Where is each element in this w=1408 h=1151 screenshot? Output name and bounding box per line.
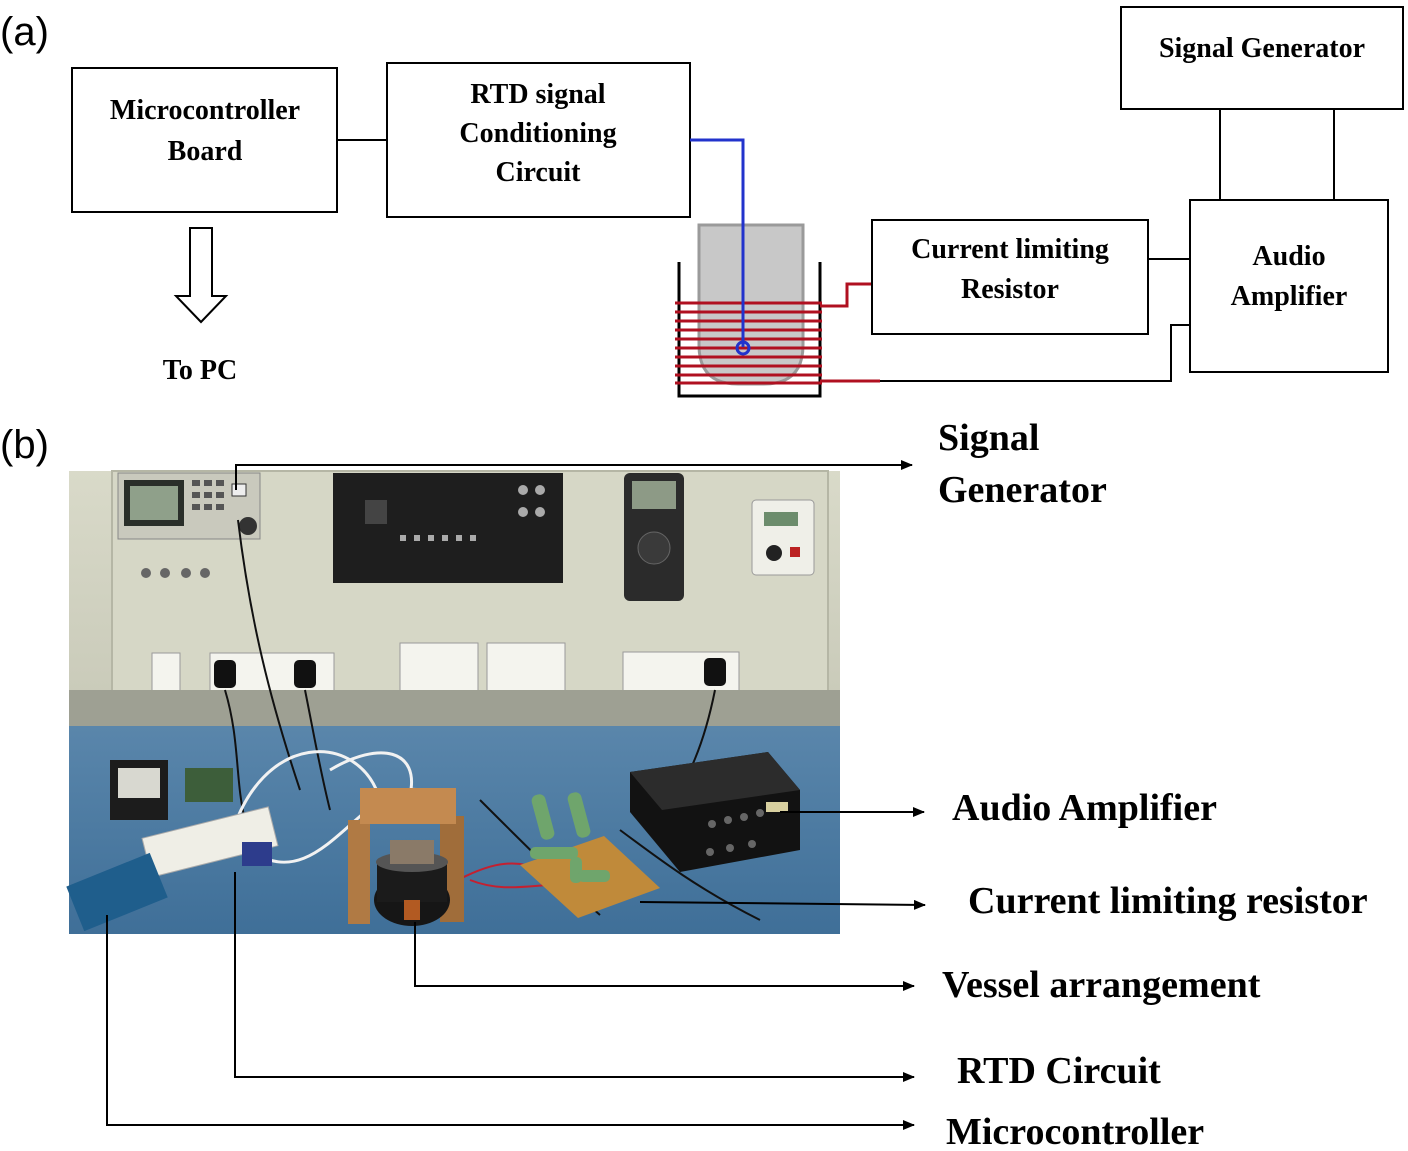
current-limiting-line2: Resistor [961,274,1059,305]
current-limiting-resistor-block: Current limiting Resistor [871,219,1149,335]
rtd-line3: Circuit [495,157,581,188]
callout-resistor-line [639,899,926,910]
microcontroller-board-line2: Board [168,136,243,167]
vessel-amp-wire [880,324,1190,382]
callout-current-limiting-resistor: Current limiting resistor [968,880,1368,922]
heating-coil [675,301,822,385]
signal-generator-block: Signal Generator [1120,6,1404,110]
panel-b-label: (b) [0,423,49,467]
rtd-probe-wire [690,138,745,347]
callout-rtd-line [234,872,915,1082]
rtd-line1: RTD signal [470,79,605,110]
callout-audio-amplifier: Audio Amplifier [952,787,1217,829]
to-pc-arrow-icon [173,227,229,324]
callout-rtd-circuit: RTD Circuit [957,1050,1161,1092]
to-pc-label: To PC [163,355,237,386]
audio-amplifier-line2: Amplifier [1231,281,1348,312]
callout-lines [106,460,926,1130]
audio-amplifier-line1: Audio [1252,241,1325,272]
rtd-conditioning-block: RTD signal Conditioning Circuit [386,62,691,218]
audio-amplifier-block: Audio Amplifier [1189,199,1389,373]
callout-microcontroller: Microcontroller [946,1111,1204,1151]
lab-setup-photo [66,470,840,934]
current-limiting-line1: Current limiting [911,234,1109,265]
rtd-probe-tip [735,340,751,356]
signal-generator-label: Signal Generator [1159,33,1365,64]
rtd-line2: Conditioning [459,118,616,149]
callout-vessel-line [414,922,915,991]
microcontroller-board-block: Microcontroller Board [71,67,338,213]
callout-signal-generator-line [235,460,913,490]
panel-a-label: (a) [0,10,49,54]
vessel-schematic [675,223,880,398]
microcontroller-board-line1: Microcontroller [110,95,300,126]
callout-signal-generator-line2: Generator [938,469,1107,511]
callout-microcontroller-line [106,915,915,1130]
callout-signal-generator-line1: Signal [938,417,1039,459]
callout-vessel-arrangement: Vessel arrangement [942,964,1261,1006]
